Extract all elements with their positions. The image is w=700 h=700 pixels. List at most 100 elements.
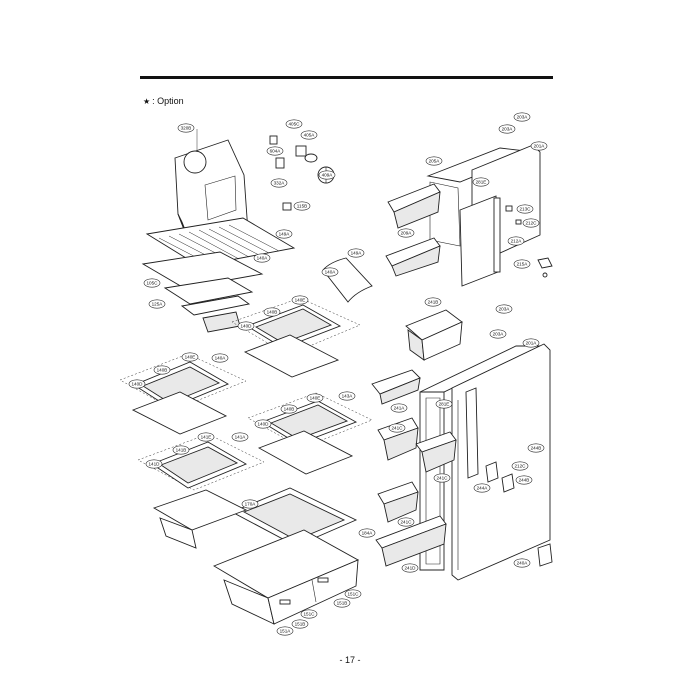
label-405a-text: 405A: [304, 133, 316, 138]
label-281e-2: 281E: [435, 399, 453, 409]
label-151c-1: 151C: [344, 589, 362, 599]
label-209a: 209A: [397, 228, 415, 238]
label-143a-text: 143A: [342, 394, 354, 399]
label-212c-2: 212C: [511, 461, 529, 471]
crisper-cover-glass: [230, 487, 358, 547]
label-149a-1-text: 149A: [279, 232, 291, 237]
label-203a-3-text: 203A: [499, 307, 511, 312]
crisper-drawers: [212, 529, 360, 625]
label-125a: 125A: [148, 299, 166, 309]
label-203a-4: 203A: [489, 329, 507, 339]
freezer-door-frame: [459, 144, 541, 287]
glass-shelf-middle-left: [119, 353, 247, 435]
label-151c-1-text: 151C: [348, 592, 360, 597]
label-244b-2: 244B: [515, 475, 533, 485]
label-241a-text: 241A: [394, 406, 406, 411]
shelf-support-rails: [141, 251, 264, 333]
header-rule: [140, 76, 553, 79]
label-140b-2-text: 140B: [157, 368, 168, 373]
label-170a: 170A: [241, 499, 259, 509]
page-number: - 17 -: [339, 655, 361, 665]
label-149a-1: 149A: [275, 229, 293, 239]
label-140b-1-text: 140B: [267, 310, 278, 315]
glass-shelf-middle-right: [247, 392, 373, 475]
door-handle-and-hinge: [485, 461, 553, 567]
label-205a: 205A: [425, 156, 443, 166]
label-241c-2-text: 241C: [437, 476, 449, 481]
label-140e-3-text: 140E: [310, 396, 321, 401]
label-140d-3: 140D: [254, 419, 272, 429]
label-203a-1: 203A: [513, 112, 531, 122]
label-184a: 184A: [358, 528, 376, 538]
label-201a-2-text: 201A: [526, 341, 538, 346]
label-140d-3-text: 140D: [258, 422, 270, 427]
label-205a-text: 205A: [429, 159, 441, 164]
label-140e-1-text: 140E: [295, 298, 306, 303]
label-213c: 213C: [516, 204, 534, 214]
label-241b-1-text: 241B: [428, 300, 439, 305]
label-140e-2-text: 140E: [185, 355, 196, 360]
glass-shelf-lower-left: [137, 433, 265, 491]
label-140a-3: 140A: [211, 353, 229, 363]
label-140e-3: 140E: [306, 393, 324, 403]
label-604a: 604A: [266, 146, 284, 156]
label-141a-text: 141A: [235, 435, 247, 440]
label-140b-3-text: 140B: [284, 407, 295, 412]
freezer-door-bins: [385, 183, 441, 277]
label-244b-1-text: 244B: [531, 446, 542, 451]
label-141d-text: 141D: [149, 462, 161, 467]
label-151b-2: 151B: [291, 619, 309, 629]
label-141e-text: 141E: [201, 435, 212, 440]
label-244b-2-text: 244B: [519, 478, 530, 483]
label-125a-text: 125A: [152, 302, 164, 307]
label-320b-text: 320B: [181, 126, 192, 131]
label-241d: 241D: [401, 563, 419, 573]
label-212c-text: 212C: [526, 221, 538, 226]
label-140b-1: 140B: [263, 307, 281, 317]
label-141e: 141E: [197, 432, 215, 442]
label-105c-text: 105C: [147, 281, 159, 286]
label-215a: 215A: [513, 259, 531, 269]
label-281e-text: 281E: [476, 180, 487, 185]
label-241a: 241A: [390, 403, 408, 413]
label-405c-text: 405C: [289, 122, 301, 127]
label-241c-1: 241C: [388, 423, 406, 433]
label-151b-1: 151B: [333, 598, 351, 608]
label-140e-2: 140E: [181, 352, 199, 362]
label-240a-text: 240A: [517, 561, 529, 566]
label-203a-3: 203A: [495, 304, 513, 314]
label-244a-text: 244A: [477, 486, 489, 491]
label-143a: 143A: [338, 391, 356, 401]
label-140d-2-text: 140D: [132, 382, 144, 387]
option-star-icon: ★: [143, 96, 151, 106]
label-201a-2: 201A: [522, 338, 540, 348]
label-201a-1-text: 201A: [534, 144, 546, 149]
label-405c: 405C: [285, 119, 303, 129]
freezer-hinge-parts: [505, 205, 553, 278]
label-241d-text: 241D: [405, 566, 417, 571]
label-140b-3: 140B: [280, 404, 298, 414]
label-140a-3-text: 140A: [215, 356, 227, 361]
label-115b: 115B: [293, 201, 311, 211]
label-203a-2-text: 203A: [502, 127, 514, 132]
fresh-food-door: [451, 343, 551, 581]
label-140b-2: 140B: [153, 365, 171, 375]
label-203a-1-text: 203A: [517, 115, 529, 120]
dairy-bin: [405, 309, 463, 361]
label-149a-2: 149A: [347, 248, 365, 258]
label-212a: 212A: [507, 236, 525, 246]
label-141a: 141A: [231, 432, 249, 442]
label-140d-1-text: 140D: [241, 324, 253, 329]
label-141b: 141B: [172, 445, 190, 455]
label-151c-2-text: 151C: [304, 612, 316, 617]
label-140e-1: 140E: [291, 295, 309, 305]
label-241c-1-text: 241C: [392, 426, 404, 431]
label-212c-2-text: 212C: [515, 464, 527, 469]
label-212c: 212C: [522, 218, 540, 228]
label-203a-4-text: 203A: [493, 332, 505, 337]
label-105c: 105C: [143, 278, 161, 288]
label-240a: 240A: [513, 558, 531, 568]
label-604a-text: 604A: [270, 149, 282, 154]
label-212a-text: 212A: [511, 239, 523, 244]
